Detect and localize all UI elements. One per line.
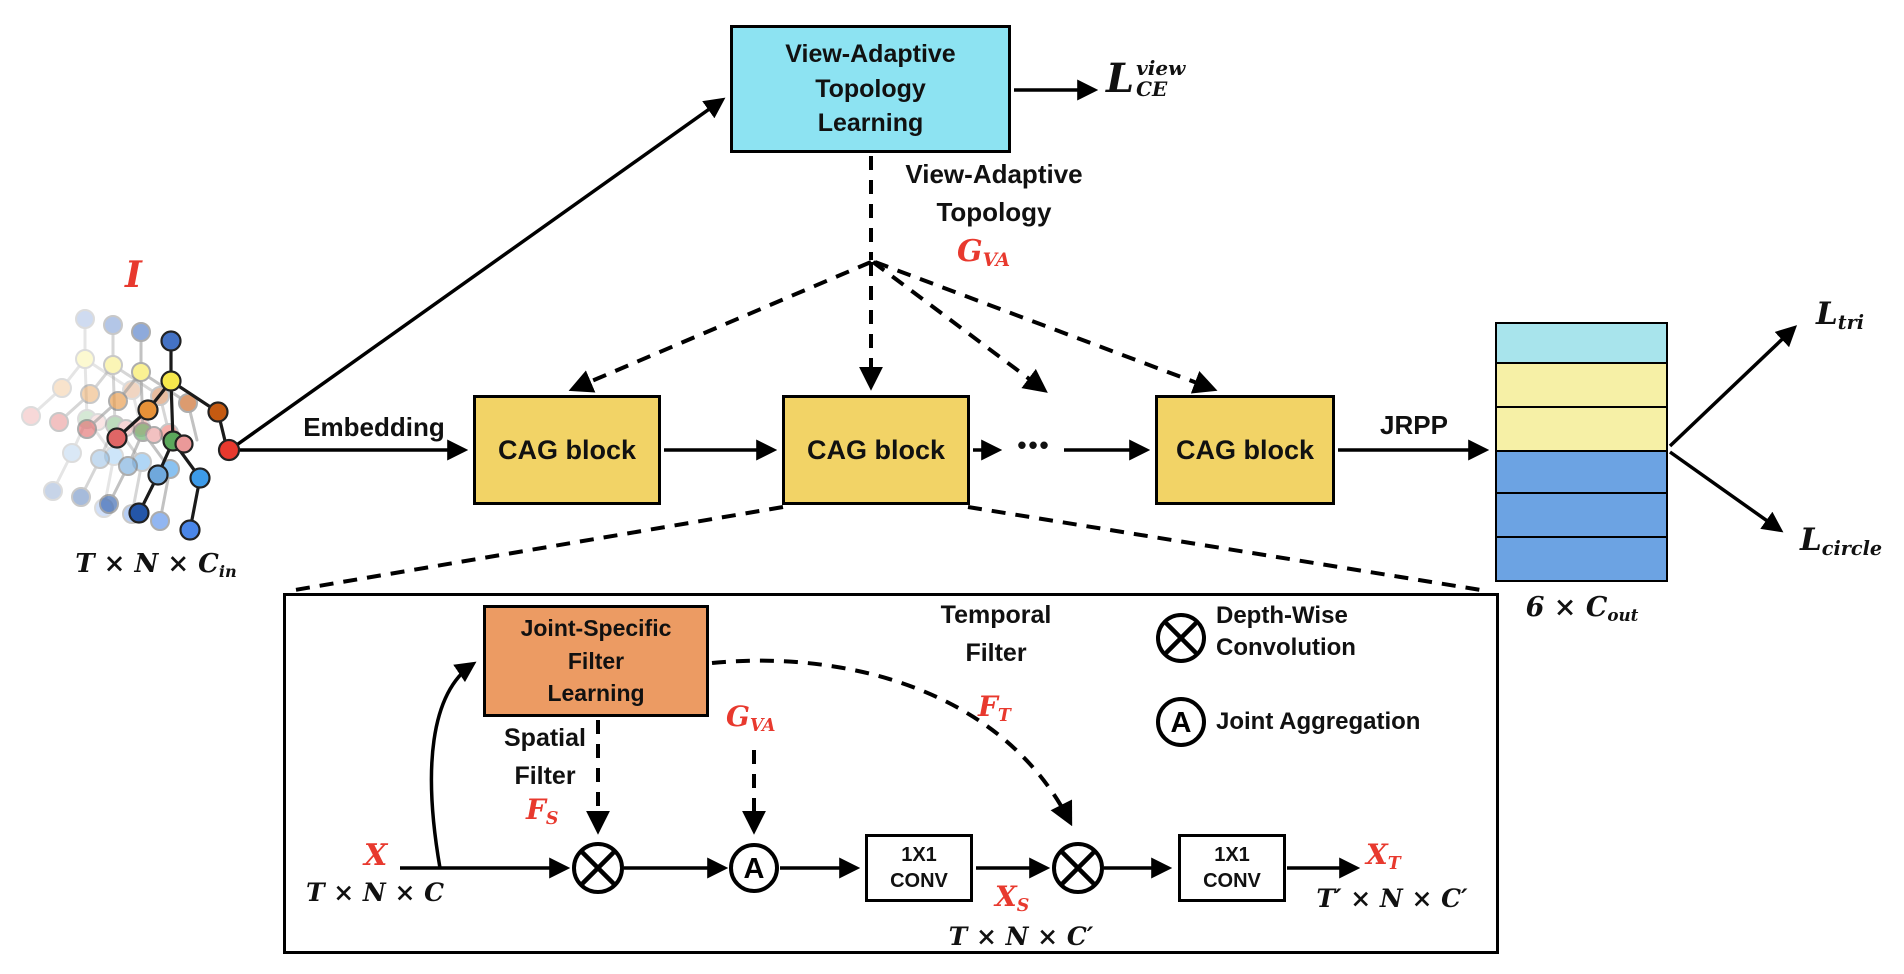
- conv1-line1: 1X1: [901, 844, 937, 866]
- stack-band: [1495, 322, 1668, 364]
- gva-detail-label: GVA: [726, 700, 776, 736]
- va-topology-label: View-Adaptive Topology: [905, 159, 1083, 227]
- view-adaptive-topology-learning-box: View-Adaptive Topology Learning: [730, 25, 1011, 153]
- ft-label: FT: [978, 690, 1011, 726]
- xt-dims-label: T′ × N × C′: [1316, 884, 1468, 913]
- jsfl-line2: Filter: [567, 647, 625, 674]
- conv2-line1: 1X1: [1214, 844, 1250, 866]
- cag-block-1-label: CAG block: [497, 434, 637, 465]
- jrpp-label: JRPP: [1380, 410, 1448, 440]
- stack-band: [1495, 450, 1668, 494]
- conv1x1-box-1: 1X1 CONV: [865, 834, 973, 902]
- xs-label: XS: [995, 880, 1030, 916]
- loss-circle-arrow: [1668, 450, 1784, 533]
- conv2-line2: CONV: [1203, 870, 1261, 892]
- loss-ce-sup: view: [1136, 56, 1186, 81]
- gva-to-cag3-dashed-arrow: [874, 260, 1218, 394]
- jsfl-line3: Learning: [547, 680, 645, 707]
- gva-to-cag1-dashed-arrow: [568, 260, 872, 393]
- conv1-line2: CONV: [890, 870, 948, 892]
- stack-band: [1495, 536, 1668, 582]
- xt-label: XT: [1366, 838, 1401, 874]
- legend-aggregation-label: Joint Aggregation: [1216, 708, 1421, 735]
- skeleton-graphic: [21, 309, 241, 541]
- stack-band: [1495, 492, 1668, 538]
- input-to-vatl-arrow: [236, 97, 726, 446]
- input-dims-label: T × N × Cin: [75, 549, 237, 581]
- cag-block-3: CAG block: [1155, 395, 1335, 505]
- expansion-left-dashed-line: [288, 505, 784, 593]
- spatial-filter-label: Spatial Filter: [504, 724, 586, 790]
- expansion-right-dashed-line: [967, 505, 1488, 593]
- gva-to-dots-dashed-arrow: [871, 260, 1048, 393]
- cag-block-2: CAG block: [782, 395, 970, 505]
- loss-tri-arrow: [1668, 325, 1798, 448]
- vatl-line1: View-Adaptive: [785, 40, 956, 69]
- joint-specific-filter-learning-box: Joint-Specific Filter Learning: [483, 605, 709, 717]
- vatl-line3: Learning: [817, 109, 924, 138]
- feature-stack: [1495, 322, 1668, 582]
- fs-label: FS: [526, 793, 559, 829]
- loss-circle-label: Lcircle: [1800, 522, 1883, 561]
- stack-band: [1495, 362, 1668, 408]
- conv1x1-box-2: 1X1 CONV: [1178, 834, 1286, 902]
- legend-depthwise-label: Depth-Wise Convolution: [1216, 602, 1356, 662]
- xs-dims-label: T × N × C′: [948, 922, 1094, 951]
- vatl-line2: Topology: [815, 74, 926, 103]
- cag-block-3-label: CAG block: [1175, 434, 1315, 465]
- x-input-label: X: [364, 838, 388, 873]
- ellipsis-dots: •••: [1017, 430, 1051, 460]
- loss-ce-sub: CE: [1136, 76, 1168, 101]
- output-dims-label: 6 × Cout: [1525, 592, 1639, 625]
- x-input-dims-label: T × N × C: [305, 878, 445, 907]
- loss-tri-label: Ltri: [1816, 296, 1865, 335]
- gva-label: GVA: [957, 234, 1011, 272]
- loss-ce-view-label: L view CE: [1106, 55, 1186, 102]
- jsfl-line1: Joint-Specific: [520, 615, 672, 642]
- cag-block-1: CAG block: [473, 395, 661, 505]
- temporal-filter-label: Temporal Filter: [940, 601, 1052, 667]
- input-symbol-label: I: [125, 254, 142, 296]
- embedding-label: Embedding: [303, 412, 445, 442]
- stack-band: [1495, 406, 1668, 452]
- cag-block-2-label: CAG block: [806, 434, 946, 465]
